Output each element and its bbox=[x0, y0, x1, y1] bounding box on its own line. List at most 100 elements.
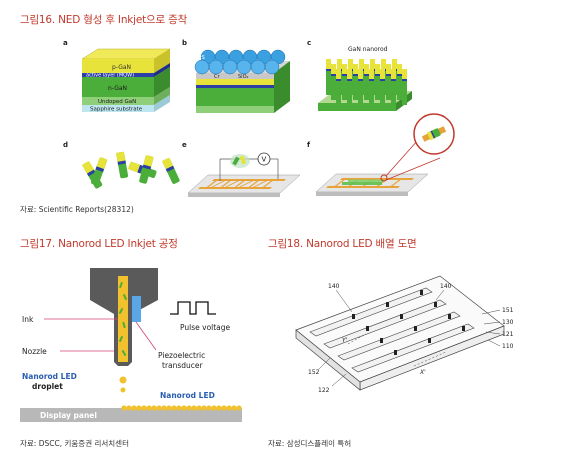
panel-led-row bbox=[121, 405, 242, 411]
label-droplet-line2: droplet bbox=[32, 382, 63, 391]
vertical-nanorod bbox=[375, 64, 380, 100]
label-sio2: SiO₂ bbox=[238, 74, 249, 80]
panel-letter-b: b bbox=[182, 39, 188, 47]
label-droplet-line1: Nanorod LED bbox=[22, 372, 77, 381]
panel-led-dot bbox=[211, 405, 217, 411]
vertical-nanorod bbox=[336, 69, 341, 105]
panel-led-dot bbox=[206, 405, 212, 411]
axis-x-prime: X' bbox=[419, 369, 426, 376]
ps-sphere-array bbox=[194, 49, 286, 75]
panel-led-dot bbox=[171, 405, 177, 411]
vertical-nanorod bbox=[402, 69, 407, 105]
label-nozzle: Nozzle bbox=[22, 347, 47, 356]
panel-led-dot bbox=[181, 405, 187, 411]
panel-led-dot bbox=[146, 405, 152, 411]
fig18-title: 그림18. Nanorod LED 배열 도면 bbox=[268, 238, 417, 250]
panel-led-dot bbox=[231, 405, 237, 411]
fig18-source: 자료: 삼성디스플레이 특허 bbox=[268, 439, 352, 448]
aligned-rods-f bbox=[342, 179, 384, 185]
panel-led-dot bbox=[156, 405, 162, 411]
panel-letter-e: e bbox=[182, 141, 187, 149]
ref-140a: 140 bbox=[328, 283, 340, 290]
label-piezo-line1: Piezoelectric bbox=[158, 351, 205, 360]
droplet-1 bbox=[119, 376, 127, 384]
vertical-nanorod bbox=[342, 64, 347, 100]
vertical-nanorod bbox=[380, 69, 385, 105]
ink-channel bbox=[118, 276, 128, 362]
panel-led-dot bbox=[131, 405, 137, 411]
panel-letter-a: a bbox=[63, 39, 68, 47]
vertical-nanorod bbox=[347, 69, 352, 105]
panel-led-dot bbox=[161, 405, 167, 411]
vertical-nanorod bbox=[331, 64, 336, 100]
panel-led-dot bbox=[166, 405, 172, 411]
panel-led-dot bbox=[151, 405, 157, 411]
droplet-2 bbox=[120, 387, 126, 393]
vertical-nanorod bbox=[326, 59, 331, 95]
vertical-nanorod bbox=[369, 69, 374, 105]
ref-110: 110 bbox=[502, 343, 514, 350]
label-cr: Cr bbox=[214, 74, 220, 80]
panel-letter-d: d bbox=[63, 141, 69, 149]
panel-led-dot bbox=[141, 405, 147, 411]
ref-121: 121 bbox=[502, 331, 514, 338]
zoom-origin-icon bbox=[380, 174, 388, 182]
free-nanorod-group bbox=[82, 151, 180, 189]
panel-led-dot bbox=[191, 405, 197, 411]
ref-140b: 140 bbox=[440, 283, 452, 290]
ink-rods bbox=[118, 281, 128, 357]
vertical-nanorod bbox=[364, 64, 369, 100]
piezo-transducer bbox=[132, 296, 141, 322]
panel-led-dot bbox=[186, 405, 192, 411]
fig16-source: 자료: Scientific Reports(28312) bbox=[20, 205, 134, 214]
nanorod-group bbox=[326, 59, 407, 105]
panel-d-separated-nanorods bbox=[82, 151, 180, 189]
pulse-waveform-icon bbox=[170, 301, 216, 315]
panel-c-nanorod-array: GaN nanorod bbox=[318, 46, 412, 111]
vertical-nanorod bbox=[353, 64, 358, 100]
zoomed-rod-icon bbox=[421, 126, 447, 142]
layer-label-substrate: Sapphire substrate bbox=[90, 107, 143, 113]
dispersed-rod-cloud bbox=[230, 154, 250, 168]
axis-y-prime: Y' bbox=[342, 337, 348, 344]
label-ink: Ink bbox=[22, 315, 34, 324]
label-nanorod-led: Nanorod LED bbox=[160, 391, 215, 400]
vertical-nanorod bbox=[391, 69, 396, 105]
layer-label-active: active layer (MQW) bbox=[86, 73, 134, 79]
panel-e-electrode-voltage: V bbox=[187, 152, 301, 197]
panel-a-epi-stack: p-GaN active layer (MQW) n-GaN Undoped G… bbox=[81, 48, 171, 113]
rod-markers bbox=[352, 290, 465, 355]
panel-led-dot bbox=[236, 405, 242, 411]
panel-led-dot bbox=[176, 405, 182, 411]
panel-led-dot bbox=[226, 405, 232, 411]
panel-b-ps-spheres: PS Cr SiO₂ bbox=[194, 49, 290, 113]
ref-122: 122 bbox=[318, 387, 330, 394]
panel-led-dot bbox=[121, 405, 127, 411]
panel-f-aligned-nanorods bbox=[315, 113, 455, 196]
panel-led-dot bbox=[196, 405, 202, 411]
label-gan-nanorod: GaN nanorod bbox=[348, 46, 388, 53]
interdigitated-electrode bbox=[198, 179, 286, 189]
layer-label-undoped: Undoped GaN bbox=[98, 99, 136, 105]
label-pulse: Pulse voltage bbox=[180, 323, 231, 332]
fig17-source: 자료: DSCC, 키움증권 리서치센터 bbox=[20, 439, 129, 448]
vertical-nanorod bbox=[358, 69, 363, 105]
label-display-panel: Display panel bbox=[40, 411, 97, 420]
ref-152: 152 bbox=[308, 369, 320, 376]
nanorod-array-patent-drawing: 140 140 151 130 121 110 152 122 Y' X' bbox=[295, 275, 514, 394]
ref-151: 151 bbox=[502, 307, 514, 314]
panel-letter-f: f bbox=[307, 141, 311, 149]
label-piezo-line2: transducer bbox=[162, 361, 204, 370]
label-ps: PS bbox=[198, 55, 205, 61]
panel-led-dot bbox=[136, 405, 142, 411]
fig17-title: 그림17. Nanorod LED Inkjet 공정 bbox=[20, 238, 178, 250]
ref-130: 130 bbox=[502, 319, 514, 326]
fig16-title: 그림16. NED 형성 후 Inkjet으로 증착 bbox=[20, 14, 188, 26]
layer-label-n-gan: n-GaN bbox=[108, 85, 127, 92]
panel-letter-c: c bbox=[307, 39, 312, 47]
vertical-nanorod bbox=[397, 64, 402, 100]
panel-led-dot bbox=[201, 405, 207, 411]
voltmeter-label: V bbox=[262, 156, 267, 164]
panel-led-dot bbox=[221, 405, 227, 411]
voltmeter-icon bbox=[257, 152, 271, 166]
